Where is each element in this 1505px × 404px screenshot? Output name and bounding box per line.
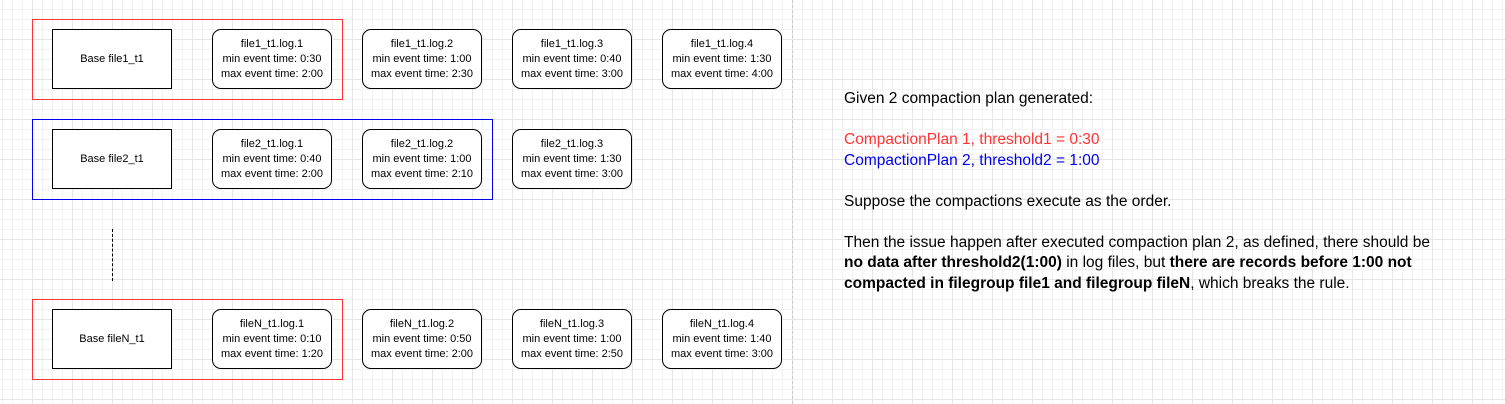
log-name: file1_t1.log.2: [390, 37, 454, 50]
log-name: fileN_t1.log.2: [389, 317, 455, 330]
log-min-time: min event time: 0:40: [522, 52, 622, 65]
file-group-n-frame: [32, 299, 343, 380]
log-name: file2_t1.log.3: [540, 137, 604, 150]
issue-bold-2: there are records before 1:00 not compac…: [844, 254, 1412, 292]
file-group-2-frame: [32, 119, 493, 200]
log-min-time: min event time: 0:10: [222, 332, 322, 345]
log-file2-2: file2_t1.log.2 min event time: 1:00 max …: [362, 129, 482, 189]
notes-suppose: Suppose the compactions execute as the o…: [844, 192, 1172, 210]
issue-text-3: , which breaks the rule.: [1190, 274, 1350, 292]
base-file-2: Base file2_t1: [52, 129, 172, 189]
log-min-time: min event time: 1:00: [522, 332, 622, 345]
log-file1-4: file1_t1.log.4 min event time: 1:30 max …: [662, 29, 782, 89]
log-name: file1_t1.log.1: [240, 37, 304, 50]
log-fileN-4: fileN_t1.log.4 min event time: 1:40 max …: [662, 309, 782, 369]
log-max-time: max event time: 4:00: [670, 67, 774, 80]
issue-bold-1: no data after threshold2(1:00): [844, 254, 1062, 271]
compaction-plan-1: CompactionPlan 1, threshold1 = 0:30: [844, 131, 1100, 148]
notes-issue: Then the issue happen after executed com…: [844, 233, 1434, 295]
log-max-time: max event time: 2:30: [370, 67, 474, 80]
log-min-time: min event time: 1:00: [372, 52, 472, 65]
file-group-1-frame: [32, 19, 343, 100]
log-name: file1_t1.log.4: [690, 37, 754, 50]
log-min-time: min event time: 1:00: [372, 152, 472, 165]
log-name: fileN_t1.log.3: [539, 317, 605, 330]
page-divider: [792, 0, 793, 404]
log-min-time: min event time: 0:50: [372, 332, 472, 345]
base-file-1: Base file1_t1: [52, 29, 172, 89]
log-file1-1: file1_t1.log.1 min event time: 0:30 max …: [212, 29, 332, 89]
log-min-time: min event time: 1:30: [522, 152, 622, 165]
log-min-time: min event time: 1:30: [672, 52, 772, 65]
log-name: file1_t1.log.3: [540, 37, 604, 50]
issue-text-1: Then the issue happen after executed com…: [844, 233, 1430, 251]
log-file1-3: file1_t1.log.3 min event time: 0:40 max …: [512, 29, 632, 89]
compaction-plan-2: CompactionPlan 2, threshold2 = 1:00: [844, 151, 1100, 169]
log-file2-1: file2_t1.log.1 min event time: 0:40 max …: [212, 129, 332, 189]
log-max-time: max event time: 1:20: [220, 347, 324, 360]
log-max-time: max event time: 3:00: [670, 347, 774, 360]
log-fileN-3: fileN_t1.log.3 min event time: 1:00 max …: [512, 309, 632, 369]
log-max-time: max event time: 2:00: [220, 167, 324, 180]
log-file2-3: file2_t1.log.3 min event time: 1:30 max …: [512, 129, 632, 189]
log-max-time: max event time: 2:50: [520, 347, 624, 360]
log-name: fileN_t1.log.1: [239, 317, 305, 330]
log-min-time: min event time: 0:40: [222, 152, 322, 165]
notes-heading: Given 2 compaction plan generated:: [844, 90, 1094, 107]
log-min-time: min event time: 1:40: [672, 332, 772, 345]
explanation-notes: Given 2 compaction plan generated: Compa…: [844, 89, 1434, 294]
base-file-n: Base fileN_t1: [52, 309, 172, 369]
log-name: fileN_t1.log.4: [689, 317, 755, 330]
log-max-time: max event time: 2:00: [370, 347, 474, 360]
log-fileN-1: fileN_t1.log.1 min event time: 0:10 max …: [212, 309, 332, 369]
issue-text-2: in log files, but: [1061, 254, 1170, 271]
log-fileN-2: fileN_t1.log.2 min event time: 0:50 max …: [362, 309, 482, 369]
log-max-time: max event time: 3:00: [520, 67, 624, 80]
log-name: file2_t1.log.2: [390, 137, 454, 150]
log-file1-2: file1_t1.log.2 min event time: 1:00 max …: [362, 29, 482, 89]
log-min-time: min event time: 0:30: [222, 52, 322, 65]
log-max-time: max event time: 2:00: [220, 67, 324, 80]
log-name: file2_t1.log.1: [240, 137, 304, 150]
log-max-time: max event time: 2:10: [370, 167, 474, 180]
log-max-time: max event time: 3:00: [520, 167, 624, 180]
group-ellipsis-connector: [112, 229, 113, 281]
